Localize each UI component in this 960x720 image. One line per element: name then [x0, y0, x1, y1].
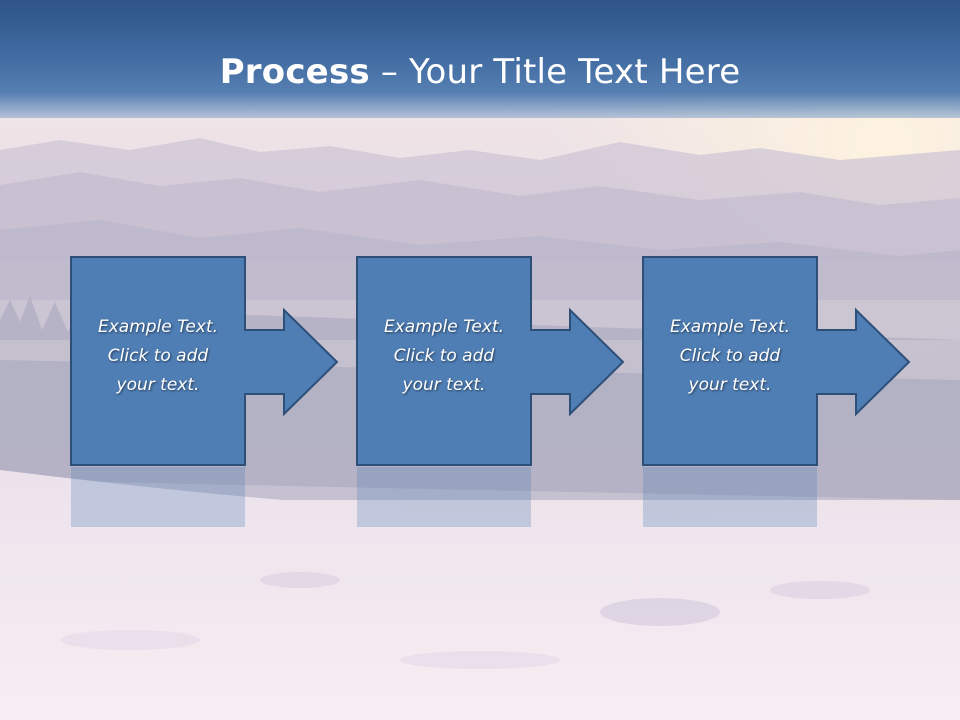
step-1-shape [70, 256, 339, 527]
process-step-2[interactable]: Example Text. Click to add your text. [356, 256, 657, 527]
step-2-shape [356, 256, 625, 527]
title-bold: Process [219, 52, 370, 92]
title-rest: – Your Title Text Here [369, 52, 741, 92]
header-band [0, 0, 960, 118]
step-1-text[interactable]: Example Text. Click to add your text. [97, 317, 219, 395]
process-step-1[interactable]: Example Text. Click to add your text. [70, 256, 371, 527]
step-2-text[interactable]: Example Text. Click to add your text. [383, 317, 505, 395]
slide-title[interactable]: Process – Your Title Text Here [0, 52, 960, 92]
step-3-shape [642, 256, 911, 527]
process-step-3[interactable]: Example Text. Click to add your text. [642, 256, 943, 527]
step-3-text[interactable]: Example Text. Click to add your text. [669, 317, 791, 395]
